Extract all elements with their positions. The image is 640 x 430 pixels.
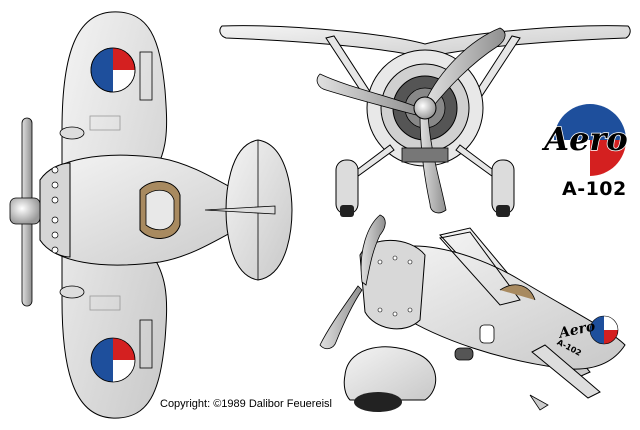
copyright-text: Copyright: ©1989 Dalibor Feuereisl [160,398,332,410]
perspective-logo-wordmark: Aero [556,318,597,342]
top-view [9,11,293,419]
propeller-blade [21,117,33,211]
aero-logo: Aero [541,104,628,176]
model-label: A-102 [562,178,627,200]
roundel-bottom [90,337,136,383]
propeller-front [316,27,506,214]
wheel-spat [343,346,437,401]
perspective-view: Aero A-102 [319,214,626,412]
upper-wing [219,25,631,59]
front-view [219,25,631,217]
logo-wordmark: Aero [541,120,627,158]
roundel-perspective [589,315,619,345]
roundel-top [90,47,136,93]
engine-cowling [39,162,71,258]
perspective-propeller [319,214,386,350]
propeller-hub [9,197,41,225]
